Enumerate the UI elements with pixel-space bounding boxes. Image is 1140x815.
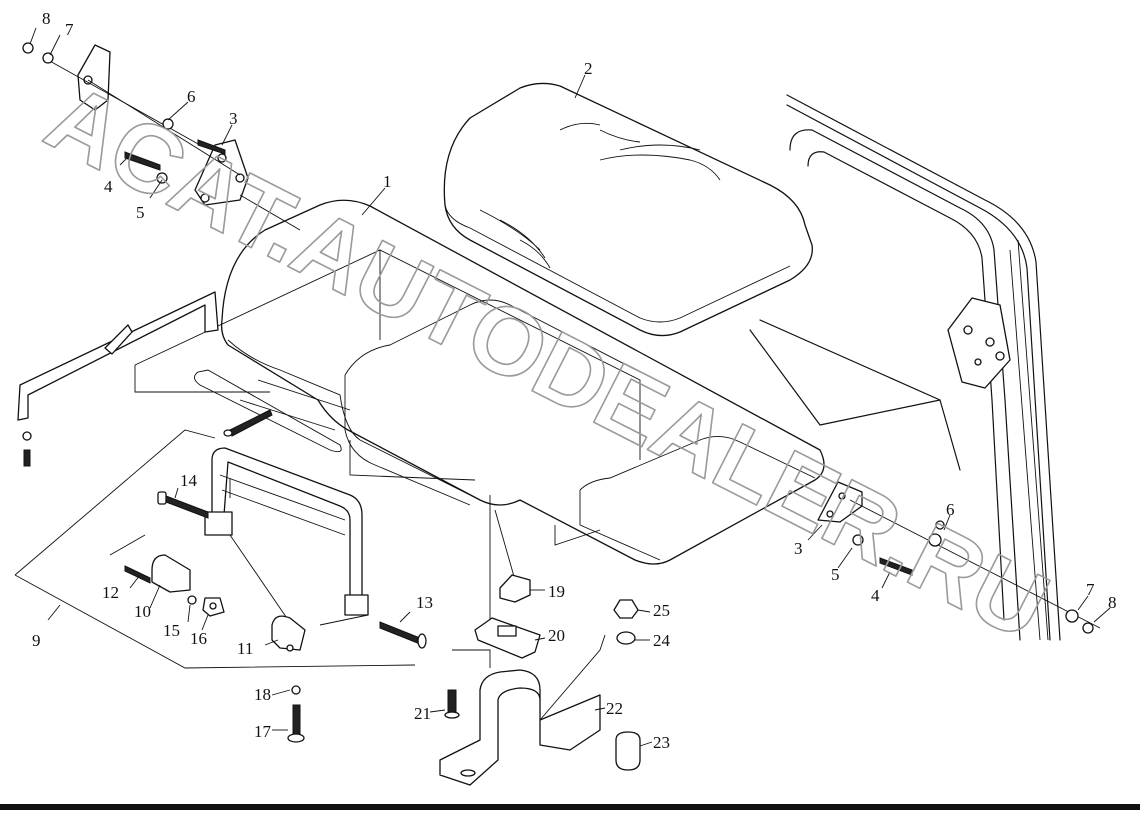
callout-15: 15 bbox=[163, 621, 180, 640]
seat-frame-part-9 bbox=[14, 429, 416, 669]
callout-1: 1 bbox=[383, 172, 392, 191]
callout-7-right: 7 bbox=[1086, 580, 1095, 599]
seat-cushion-part-2 bbox=[443, 82, 813, 337]
callout-19: 19 bbox=[548, 582, 565, 601]
callout-4-left: 4 bbox=[104, 177, 113, 196]
support-bracket-group bbox=[439, 495, 641, 786]
callout-23: 23 bbox=[653, 733, 670, 752]
callout-10: 10 bbox=[134, 602, 151, 621]
bolt-part-14 bbox=[157, 491, 209, 519]
callout-18: 18 bbox=[254, 685, 271, 704]
callout-22: 22 bbox=[606, 699, 623, 718]
bracket-part-11 bbox=[271, 615, 306, 652]
bolt-part-17 bbox=[287, 685, 305, 743]
callout-8-right: 8 bbox=[1108, 593, 1117, 612]
callout-14: 14 bbox=[180, 471, 198, 490]
callout-17: 17 bbox=[254, 722, 272, 741]
callout-8-left: 8 bbox=[42, 9, 51, 28]
callout-25: 25 bbox=[653, 601, 670, 620]
callout-3-left: 3 bbox=[229, 109, 238, 128]
callout-6-left: 6 bbox=[187, 87, 196, 106]
callout-labels: 2 1 3 3 4 4 5 5 6 6 7 7 8 8 9 10 11 12 1… bbox=[32, 9, 1117, 752]
callout-12: 12 bbox=[102, 583, 119, 602]
callout-3-right: 3 bbox=[794, 539, 803, 558]
right-mount-group bbox=[817, 481, 1101, 634]
bolt-part-13 bbox=[379, 621, 427, 649]
callout-5-right: 5 bbox=[831, 565, 840, 584]
leader-lines bbox=[29, 27, 1111, 747]
callout-21: 21 bbox=[414, 704, 431, 723]
bottom-border bbox=[0, 804, 1140, 810]
callout-4-right: 4 bbox=[871, 586, 880, 605]
callout-24: 24 bbox=[653, 631, 671, 650]
left-mount-group bbox=[22, 42, 301, 231]
side-support-strap bbox=[17, 291, 219, 467]
seat-bench-part-1 bbox=[134, 199, 825, 565]
cab-rear-wall bbox=[749, 94, 1061, 641]
callout-20: 20 bbox=[548, 626, 565, 645]
callout-16: 16 bbox=[190, 629, 207, 648]
callout-9: 9 bbox=[32, 631, 41, 650]
cab-mount-plate bbox=[947, 297, 1011, 389]
callout-13: 13 bbox=[416, 593, 433, 612]
callout-6-right: 6 bbox=[946, 500, 955, 519]
latch-group bbox=[109, 534, 225, 617]
seat-screw bbox=[223, 409, 273, 437]
callout-7-left: 7 bbox=[65, 20, 74, 39]
callout-5-left: 5 bbox=[136, 203, 145, 222]
callout-2: 2 bbox=[584, 59, 593, 78]
callout-11: 11 bbox=[237, 639, 253, 658]
